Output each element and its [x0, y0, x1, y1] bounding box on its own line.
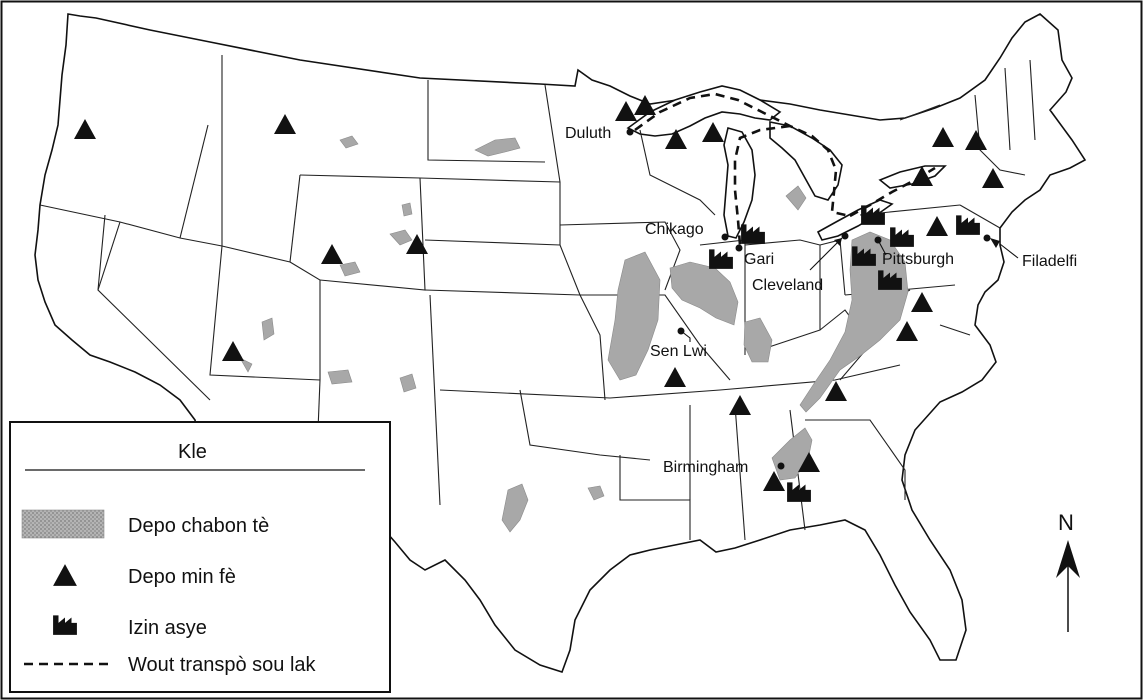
legend-box — [9, 421, 391, 693]
lake-superior — [626, 85, 782, 137]
coal-deposit — [389, 229, 413, 246]
coal-deposit — [401, 202, 413, 217]
coal-deposit — [339, 261, 361, 277]
legend: Kle Depo chabon tè Depo min fè Izin asye… — [9, 421, 391, 693]
legend-label-coal: Depo chabon tè — [128, 515, 269, 537]
coal-deposit — [339, 135, 359, 149]
state-borders — [39, 55, 1036, 541]
coal-deposit — [327, 369, 353, 385]
lake-transport-route — [733, 124, 791, 246]
city-label-philadelphia: Filadelfi — [1022, 253, 1077, 270]
city-label-birmingham: Birmingham — [663, 459, 748, 476]
city-dot — [626, 128, 634, 136]
legend-label-steel: Izin asye — [128, 617, 207, 639]
legend-label-route: Wout transpò sou lak — [128, 654, 317, 676]
coal-deposit — [261, 317, 275, 341]
coal-deposit — [501, 483, 529, 533]
north-arrow: N — [1056, 510, 1080, 632]
city-label-pittsburgh: Pittsburgh — [882, 251, 954, 268]
lake-huron — [769, 121, 843, 201]
lake-michigan — [723, 127, 756, 239]
coal-deposit — [785, 185, 807, 211]
coal-deposit — [607, 251, 661, 381]
city-dot — [721, 233, 729, 241]
coal-deposit — [587, 485, 605, 501]
city-dot — [777, 462, 785, 470]
coal-deposit-swatch — [21, 509, 105, 539]
compass-label: N — [1058, 510, 1074, 535]
coal-deposit — [743, 317, 773, 363]
coal-deposit — [399, 373, 417, 393]
leader-lines — [680, 237, 1019, 342]
city-label-chicago: Chikago — [645, 221, 704, 238]
city-dot — [983, 234, 991, 242]
coal-deposit — [474, 137, 521, 157]
legend-title: Kle — [178, 441, 207, 463]
city-label-cleveland: Cleveland — [752, 277, 823, 294]
city-dot — [841, 232, 849, 240]
city-dot — [735, 244, 743, 252]
lake-erie — [816, 199, 894, 241]
coal-deposit — [669, 261, 739, 326]
city-label-gary: Gari — [744, 251, 774, 268]
north-arrow-icon — [1056, 540, 1080, 578]
city-label-st-louis: Sen Lwi — [650, 343, 707, 360]
city-label-duluth: Duluth — [565, 125, 611, 142]
coal-deposit — [239, 357, 253, 373]
legend-label-iron: Depo min fè — [128, 566, 236, 588]
